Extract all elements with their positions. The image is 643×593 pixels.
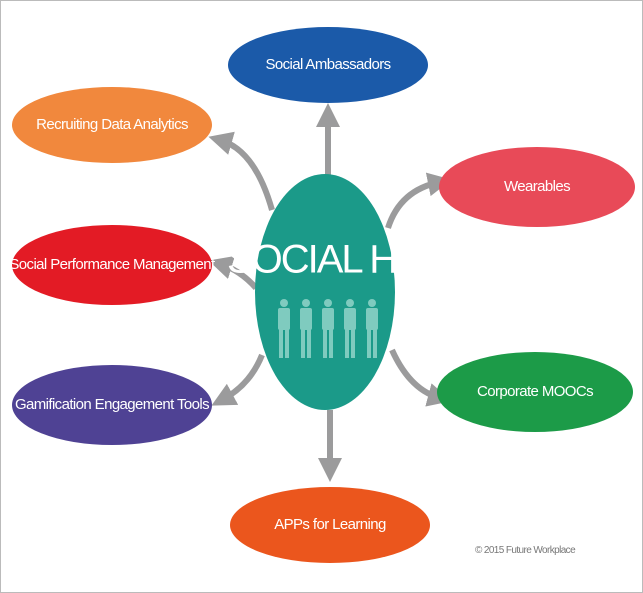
node-ellipse xyxy=(12,225,212,305)
node-label: Corporate MOOCs xyxy=(477,383,593,400)
node-label: Social Ambassadors xyxy=(265,56,390,73)
node-label: Social Performance Management xyxy=(9,256,216,273)
node-gamification-engagement-tools: Gamification Engagement Tools xyxy=(12,365,212,445)
node-ellipse xyxy=(439,147,635,227)
arrow-to-social-performance xyxy=(208,255,259,291)
person-icon xyxy=(278,299,290,358)
central-node: SOCIAL HR xyxy=(227,174,426,410)
node-recruiting-data-analytics: Recruiting Data Analytics xyxy=(12,87,212,163)
node-label: Recruiting Data Analytics xyxy=(36,116,188,133)
node-ellipse xyxy=(12,87,212,163)
node-label: Gamification Engagement Tools xyxy=(15,396,209,413)
central-ellipse xyxy=(255,174,395,410)
node-social-performance-management: Social Performance Management xyxy=(9,225,217,305)
arrow-to-corporate-moocs xyxy=(389,348,452,407)
node-apps-for-learning: APPs for Learning xyxy=(230,487,430,563)
arrow-to-recruiting-data-analytics xyxy=(208,131,275,211)
central-title: SOCIAL HR xyxy=(227,238,424,282)
person-icon xyxy=(366,299,378,358)
node-ellipse xyxy=(228,27,428,103)
copyright-text: © 2015 Future Workplace xyxy=(475,545,576,556)
node-label: Wearables xyxy=(504,178,570,195)
node-ellipse xyxy=(12,365,212,445)
node-corporate-moocs: Corporate MOOCs xyxy=(437,352,633,432)
node-wearables: Wearables xyxy=(439,147,635,227)
people-icons xyxy=(278,299,378,358)
node-label: APPs for Learning xyxy=(274,516,386,533)
node-ellipse xyxy=(437,352,633,432)
person-icon xyxy=(300,299,312,358)
person-icon xyxy=(322,299,334,358)
person-icon xyxy=(344,299,356,358)
arrow-to-gamification xyxy=(211,353,265,406)
node-social-ambassadors: Social Ambassadors xyxy=(228,27,428,103)
node-ellipse xyxy=(230,487,430,563)
arrow-to-wearables xyxy=(385,172,452,229)
